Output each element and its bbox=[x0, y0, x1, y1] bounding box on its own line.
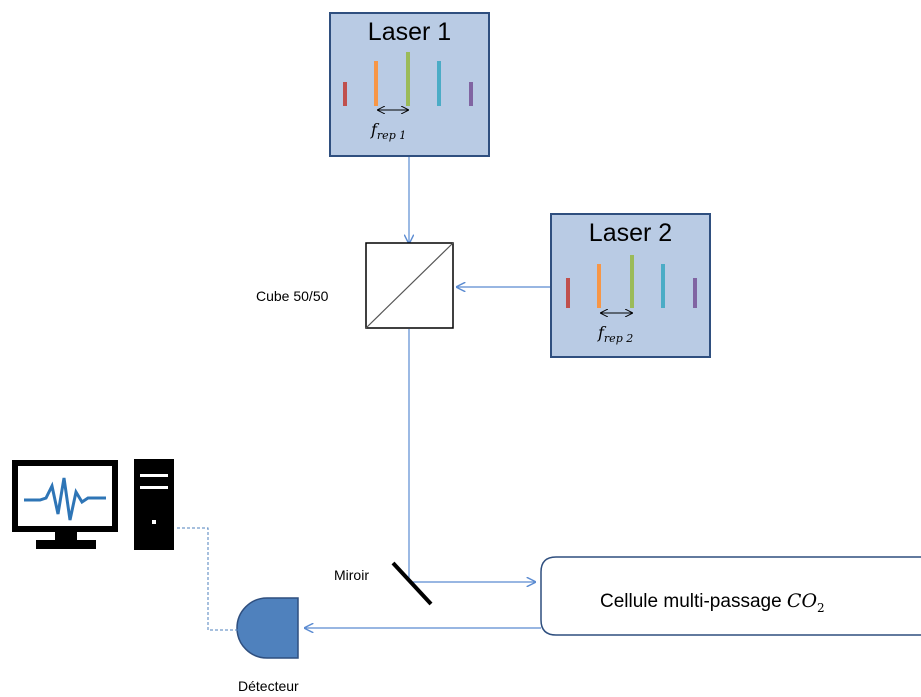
laser-2-frep-label: frep 2 bbox=[598, 323, 634, 346]
cell-label-text: Cellule multi-passage bbox=[600, 591, 787, 612]
cube-label: Cube 50/50 bbox=[256, 288, 329, 304]
laser-1-title: Laser 1 bbox=[367, 18, 452, 46]
detector-icon bbox=[236, 597, 299, 659]
beam-splitter-diagonal bbox=[365, 242, 454, 329]
computer-monitor-icon bbox=[12, 460, 118, 549]
cell-formula: CO2 bbox=[786, 590, 825, 615]
laser-1-comb-icon bbox=[343, 52, 473, 159]
mirror bbox=[391, 561, 433, 606]
detector-cable bbox=[177, 527, 243, 631]
mirror-label: Miroir bbox=[334, 567, 369, 583]
cell-label: Cellule multi-passage CO2 bbox=[600, 590, 825, 615]
laser-2-comb-icon bbox=[566, 255, 697, 360]
laser-1-box: Laser 1 frep 1 bbox=[329, 12, 490, 157]
laser-2-title: Laser 2 bbox=[588, 219, 673, 247]
detector-label: Détecteur bbox=[238, 678, 299, 694]
multipass-cell bbox=[540, 556, 921, 636]
laser-1-frep-label: frep 1 bbox=[371, 120, 407, 143]
laser-2-box: Laser 2 frep 2 bbox=[550, 213, 711, 358]
computer-tower-icon bbox=[134, 459, 174, 550]
